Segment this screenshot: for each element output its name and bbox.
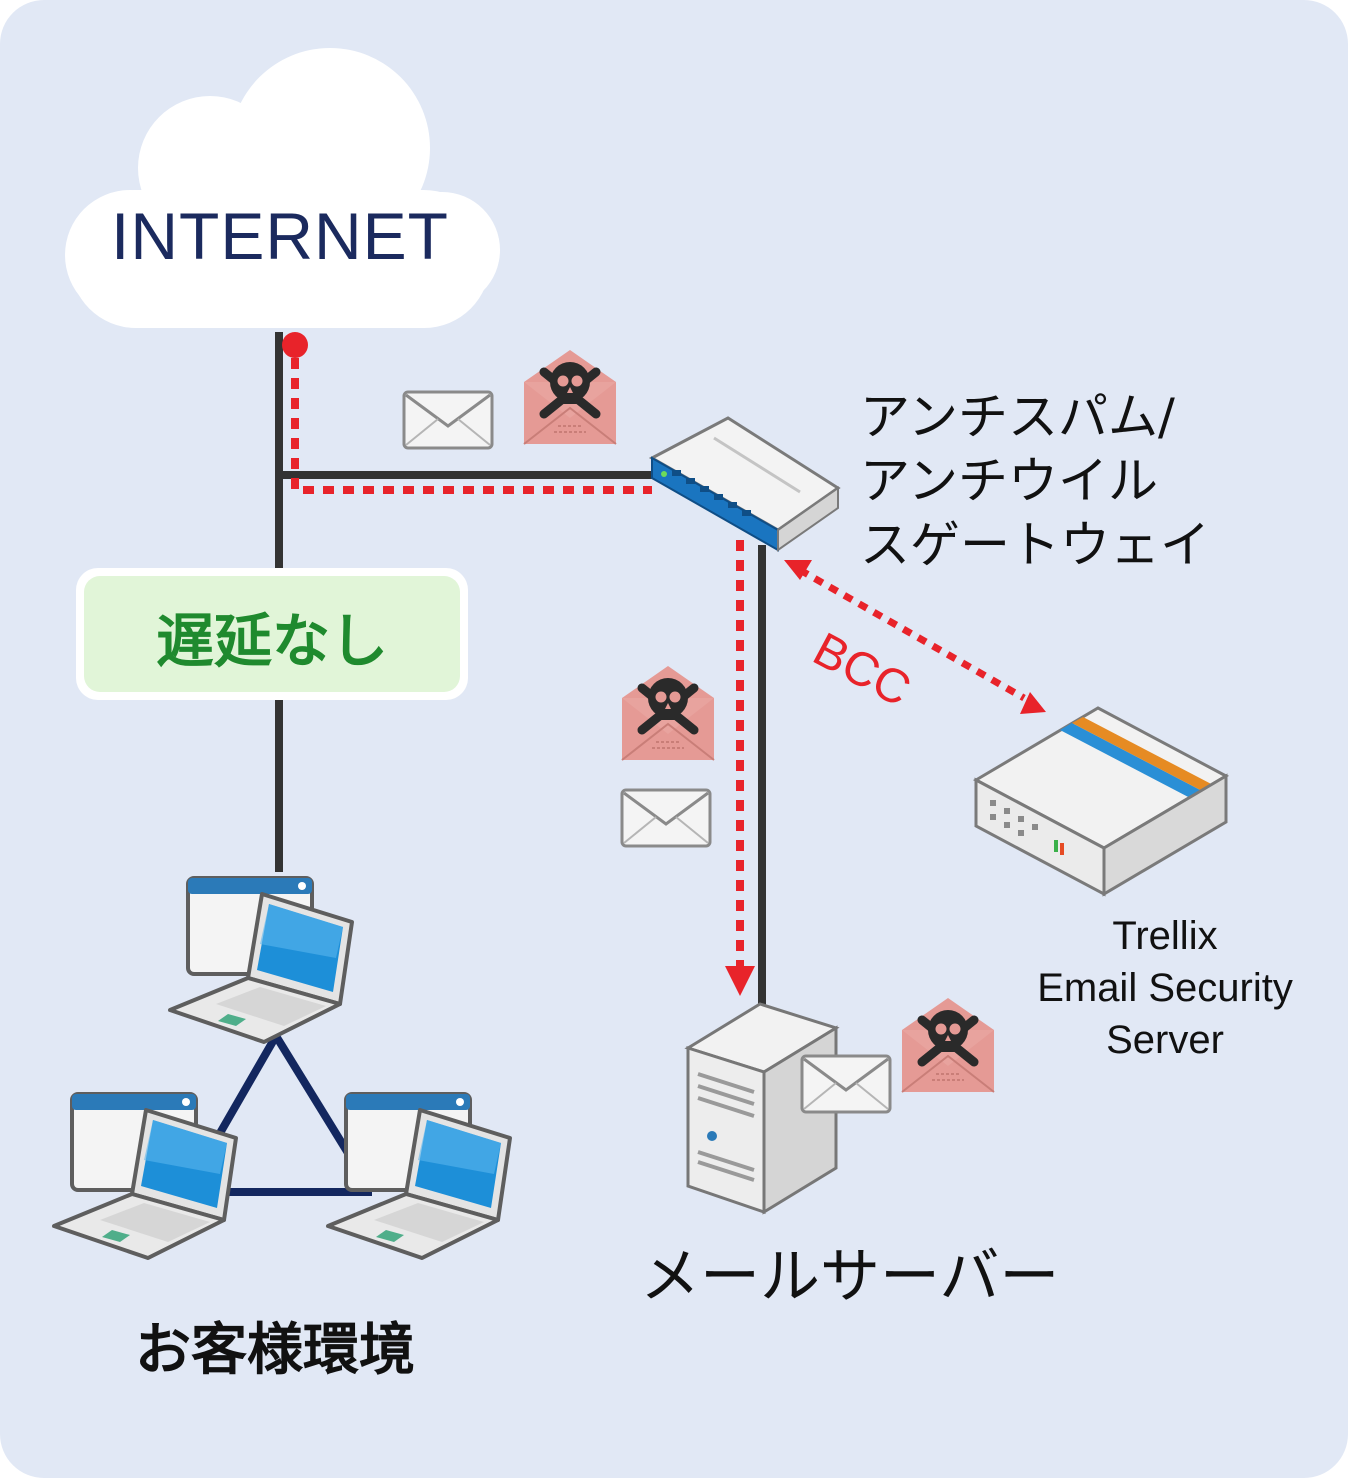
network-switch-icon: [648, 416, 841, 552]
bcc-link: [784, 560, 1046, 714]
envelope-icon: [620, 788, 712, 848]
mail-server-label: メールサーバー: [640, 1242, 1060, 1312]
down-arrow-head: [725, 966, 755, 996]
gateway-label-line: アンチウイル: [860, 452, 1158, 510]
gateway-label-line: アンチスパム/: [860, 388, 1175, 446]
internet-label: INTERNET: [111, 199, 449, 273]
gateway-label: アンチスパム/ アンチウイル スゲートウェイ: [860, 385, 1210, 577]
customer-environment-label: お客様環境: [135, 1318, 415, 1383]
trellix-label-line: Server: [1106, 1018, 1224, 1062]
appliance-icon: [972, 706, 1230, 897]
cloud-icon: [65, 48, 500, 328]
gateway-label-line: スゲートウェイ: [860, 516, 1210, 574]
delay-label: 遅延なし: [155, 607, 388, 675]
mail-flow-path: [282, 332, 755, 996]
trellix-label-line: Trellix: [1112, 914, 1218, 958]
envelope-icon: [402, 390, 494, 450]
trellix-label: Trellix Email Security Server: [1010, 910, 1320, 1066]
mail-origin-dot: [282, 332, 308, 358]
delay-badge: [84, 576, 460, 692]
trellix-label-line: Email Security: [1037, 966, 1293, 1010]
envelope-icon: [800, 1054, 892, 1114]
